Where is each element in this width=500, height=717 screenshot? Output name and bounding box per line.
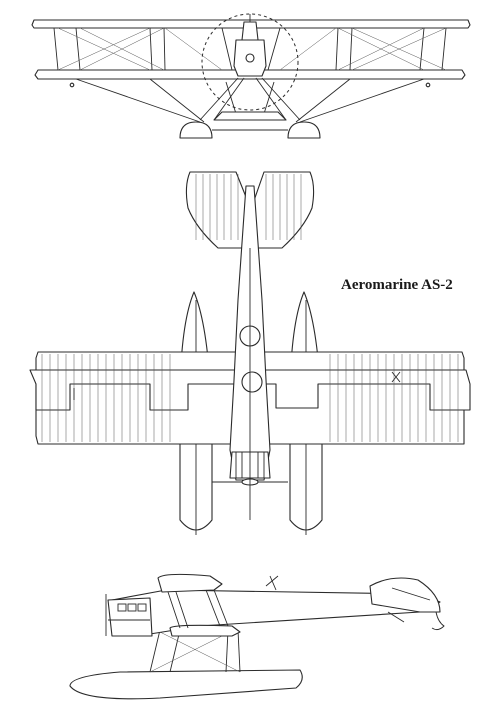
side-view [69,573,445,700]
top-view [29,171,471,535]
front-view [31,13,471,139]
aircraft-title: Aeromarine AS-2 [341,277,453,293]
